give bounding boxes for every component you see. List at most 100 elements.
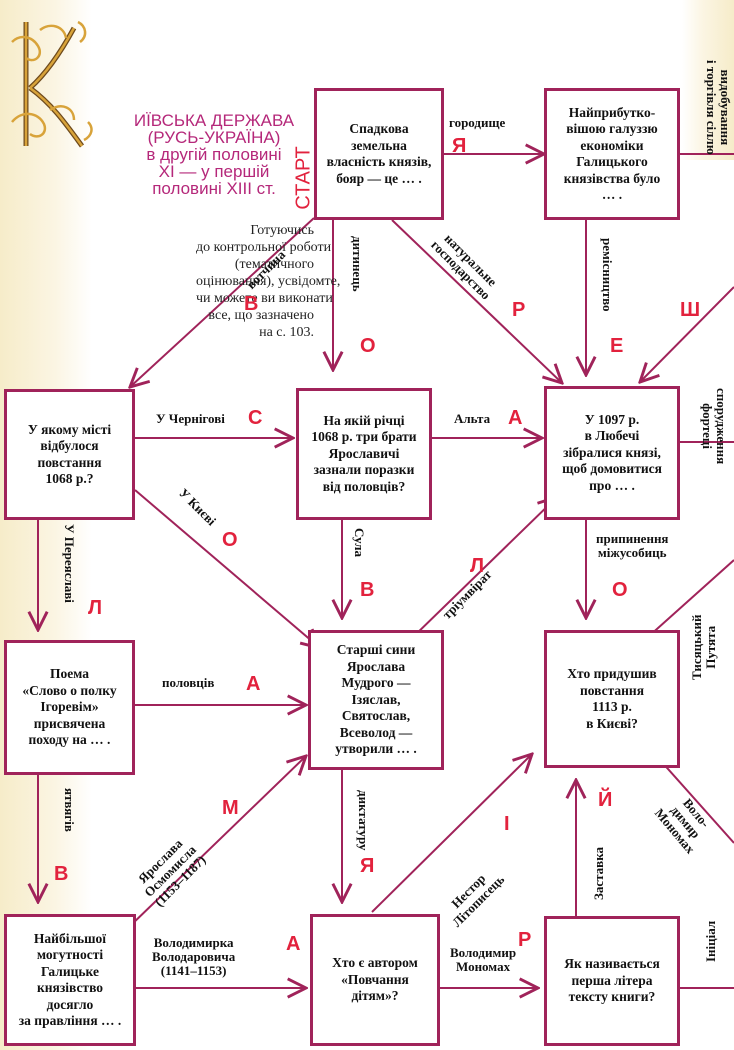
arrow-q3-q7 [135, 490, 320, 648]
answer-label: Сула [352, 528, 366, 557]
question-box-2: Найприбутко- вішою галуззю економіки Гал… [544, 88, 680, 220]
question-line: Галицького [564, 154, 661, 171]
question-box-7: Старші сини Ярослава Мудрого — Ізяслав, … [308, 630, 444, 770]
question-line: … . [564, 187, 661, 204]
key-letter: І [504, 814, 510, 834]
question-line: На якій річці [311, 413, 416, 430]
answer-label: У Чернігові [156, 412, 225, 426]
title-line: ИЇВСЬКА ДЕРЖАВА [104, 112, 324, 129]
question-line: за правління … . [19, 1013, 122, 1030]
question-line: вішою галуззю [564, 121, 661, 138]
key-letter: Я [452, 136, 466, 156]
question-line: князівство [19, 980, 122, 997]
question-line: Ігоревім» [22, 699, 116, 716]
question-line: У якому місті [28, 422, 111, 439]
key-letter: О [222, 530, 238, 550]
answer-label: городище [449, 116, 505, 130]
key-letter: В [360, 580, 374, 600]
key-letter: В [244, 294, 258, 314]
question-box-3: У якому місті відбулося повстання 1068 р… [4, 389, 135, 520]
question-line: Старші сини [335, 642, 417, 659]
initial-letter-text: К [14, 151, 15, 153]
answer-label: ятвягів [62, 788, 76, 832]
key-letter: Ш [680, 300, 700, 320]
answer-label: диктатуру [356, 790, 370, 851]
question-line: Мудрого — [335, 675, 417, 692]
question-line: тексту книги? [564, 989, 660, 1006]
key-letter: Й [598, 790, 612, 810]
key-letter: Я [360, 856, 374, 876]
question-box-1: Спадкова земельна власність князів, бояр… [314, 88, 444, 220]
question-box-6: Поема «Слово о полку Ігоревім» присвячен… [4, 640, 135, 775]
question-line: в Любечі [562, 428, 662, 445]
question-box-10: Хто є автором «Повчання дітям»? [310, 914, 440, 1046]
answer-label: дитинець [350, 236, 364, 292]
key-letter: В [54, 864, 68, 884]
question-line: Всеволод — [335, 725, 417, 742]
question-line: «Слово о полку [22, 683, 116, 700]
question-line: У 1097 р. [562, 412, 662, 429]
question-line: Галицьке [19, 964, 122, 981]
question-line: Поема [22, 666, 116, 683]
start-text: СТАРТ [292, 146, 314, 209]
answer-label: У Переяславі [62, 524, 76, 603]
answer-label: припинення міжусобиць [596, 532, 668, 560]
question-line: Ярослава [335, 659, 417, 676]
decorative-initial: К [4, 12, 100, 156]
question-line: земельна [327, 138, 432, 155]
question-box-8: Хто придушив повстання 1113 р. в Києві? [544, 630, 680, 768]
key-letter: М [222, 798, 239, 818]
question-line: Найприбутко- [564, 105, 661, 122]
intro-line: до контрольної роботи [196, 239, 314, 256]
key-letter: Л [88, 598, 102, 618]
key-letter: А [246, 674, 260, 694]
answer-label: Заставка [592, 847, 606, 900]
question-box-5: У 1097 р. в Любечі зібралися князі, щоб … [544, 386, 680, 520]
question-line: 1113 р. [567, 699, 656, 716]
answer-label: Альта [454, 412, 490, 426]
question-line: повстання [567, 683, 656, 700]
question-line: 1068 р.? [28, 471, 111, 488]
answer-label: спорудження фортеці [700, 388, 728, 464]
question-line: перша літера [564, 973, 660, 990]
question-line: економіки [564, 138, 661, 155]
question-line: Хто придушив [567, 666, 656, 683]
question-line: Ярославичі [311, 446, 416, 463]
question-line: князівства було [564, 171, 661, 188]
question-line: Найбільшої [19, 931, 122, 948]
answer-label: видобування і торгівля сіллю [704, 60, 732, 155]
question-box-11: Як називається перша літера тексту книги… [544, 916, 680, 1046]
answer-label: половців [162, 676, 214, 690]
question-line: Спадкова [327, 121, 432, 138]
answer-label: Тисяцький Путята [690, 615, 718, 680]
key-letter: Р [518, 930, 531, 950]
question-line: присвячена [22, 716, 116, 733]
question-line: Ізяслав, [335, 692, 417, 709]
key-letter: Л [470, 556, 484, 576]
question-line: відбулося [28, 438, 111, 455]
intro-line: на с. 103. [196, 324, 314, 341]
question-line: 1068 р. три брати [311, 429, 416, 446]
key-letter: О [612, 580, 628, 600]
question-line: Хто є автором [332, 955, 418, 972]
question-line: Святослав, [335, 708, 417, 725]
question-line: щоб домовитися [562, 461, 662, 478]
question-line: повстання [28, 455, 111, 472]
question-line: про … . [562, 478, 662, 495]
question-line: досягло [19, 997, 122, 1014]
question-line: від половців? [311, 479, 416, 496]
question-line: в Києві? [567, 716, 656, 733]
key-letter: С [248, 408, 262, 428]
question-box-4: На якій річці 1068 р. три брати Ярослави… [296, 388, 432, 520]
question-line: зібралися князі, [562, 445, 662, 462]
question-line: зазнали поразки [311, 462, 416, 479]
key-letter: А [508, 408, 522, 428]
key-letter: О [360, 336, 376, 356]
answer-label: ремісництво [600, 238, 614, 312]
question-line: Як називається [564, 956, 660, 973]
question-line: утворили … . [335, 741, 417, 758]
question-line: бояр — це … . [327, 171, 432, 188]
question-line: власність князів, [327, 154, 432, 171]
arrow-q1-q5 [392, 220, 562, 383]
key-letter: Р [512, 300, 525, 320]
